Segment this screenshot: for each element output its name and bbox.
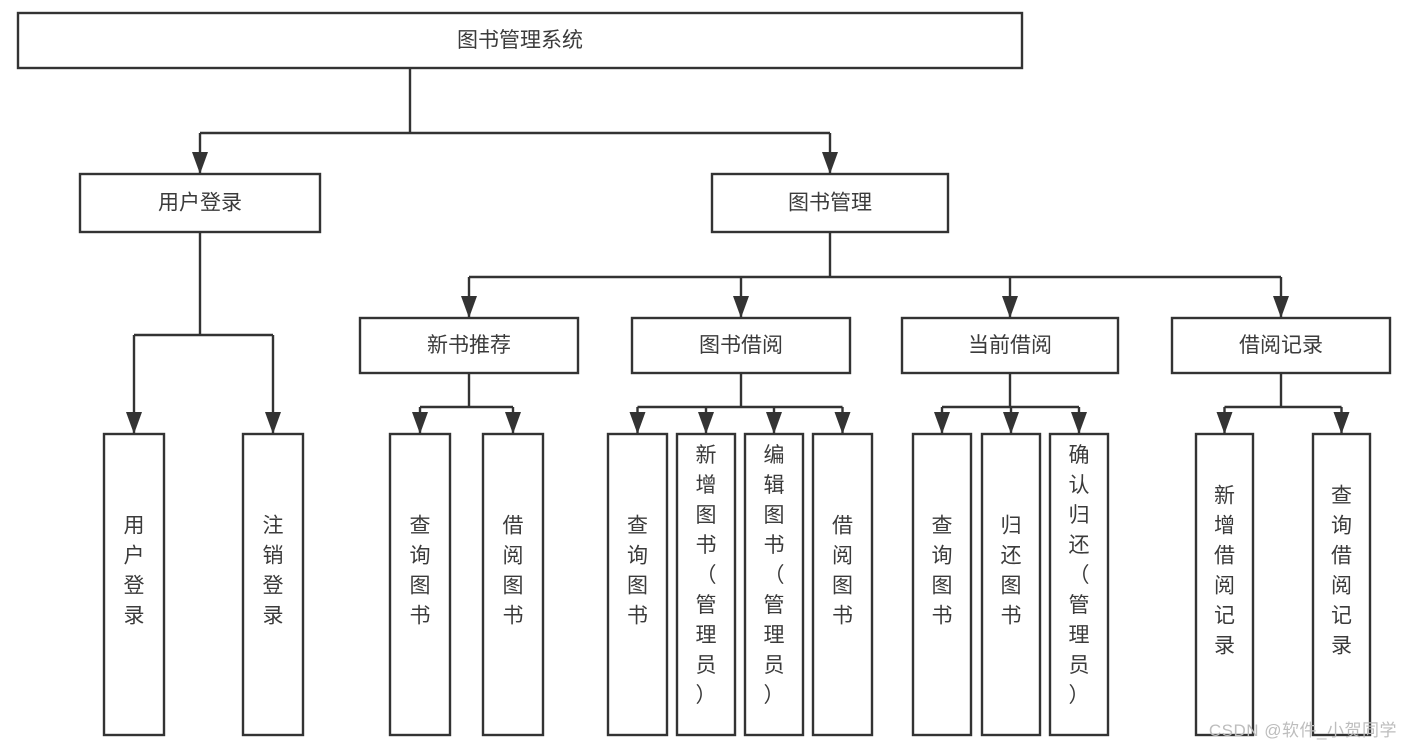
level3-node-label: 当前借阅 <box>968 334 1052 357</box>
arrow-head-icon <box>192 152 208 174</box>
leaf-node-box[interactable] <box>606 432 669 737</box>
arrow-head-icon <box>265 412 281 434</box>
leaf-node-label: 新增图书（管理员） <box>696 444 717 707</box>
leaf-node[interactable]: 借阅图书 <box>481 432 545 737</box>
leaf-node-box[interactable] <box>481 432 545 737</box>
leaf-node-box[interactable] <box>1194 432 1255 737</box>
root-node[interactable]: 图书管理系统 <box>16 11 1024 70</box>
node-layer: 图书管理系统用户登录图书管理新书推荐图书借阅当前借阅借阅记录用户登录注销登录查询… <box>16 11 1392 737</box>
root-node-label: 图书管理系统 <box>457 29 583 52</box>
leaf-node-label: 用户登录 <box>124 515 145 628</box>
level2-node-label: 图书管理 <box>788 192 872 215</box>
leaf-node-box[interactable] <box>102 432 166 737</box>
leaf-node[interactable]: 新增借阅记录 <box>1194 432 1255 737</box>
level3-node-box[interactable] <box>900 316 1120 375</box>
arrow-head-icon <box>934 412 950 434</box>
level3-node-label: 图书借阅 <box>699 334 783 357</box>
level3-node-label: 借阅记录 <box>1239 334 1323 357</box>
leaf-node-box[interactable] <box>1311 432 1372 737</box>
arrow-head-icon <box>1333 412 1350 434</box>
arrow-head-icon <box>412 412 428 434</box>
arrow-head-icon <box>822 152 838 174</box>
level3-node-box[interactable] <box>358 316 580 375</box>
level3-node-box[interactable] <box>630 316 852 375</box>
leaf-node[interactable]: 归还图书 <box>980 432 1042 737</box>
arrow-head-icon <box>1071 412 1087 434</box>
level3-node-label: 新书推荐 <box>427 334 511 357</box>
arrow-head-icon <box>766 412 782 434</box>
leaf-node[interactable]: 注销登录 <box>241 432 305 737</box>
leaf-node-box[interactable] <box>811 432 874 737</box>
leaf-node[interactable]: 查询图书 <box>911 432 973 737</box>
leaf-node-label: 注销登录 <box>263 515 284 628</box>
leaf-node-box[interactable] <box>1048 432 1110 737</box>
leaf-node[interactable]: 编辑图书（管理员） <box>743 432 805 737</box>
leaf-node-label: 归还图书 <box>1001 515 1022 628</box>
arrow-head-icon <box>126 412 142 434</box>
leaf-node-box[interactable] <box>675 432 737 737</box>
leaf-node-box[interactable] <box>911 432 973 737</box>
leaf-node[interactable]: 用户登录 <box>102 432 166 737</box>
leaf-node-label: 查询借阅记录 <box>1331 485 1352 658</box>
level2-node-box[interactable] <box>78 172 322 234</box>
leaf-node[interactable]: 查询图书 <box>388 432 452 737</box>
level3-node[interactable]: 当前借阅 <box>900 316 1120 375</box>
level2-node-box[interactable] <box>710 172 950 234</box>
level2-node[interactable]: 图书管理 <box>710 172 950 234</box>
arrow-head-icon <box>733 296 749 318</box>
level3-node[interactable]: 新书推荐 <box>358 316 580 375</box>
arrow-head-icon <box>505 412 521 434</box>
leaf-node-label: 查询图书 <box>932 515 953 628</box>
leaf-node-label: 查询图书 <box>410 515 431 628</box>
leaf-node[interactable]: 新增图书（管理员） <box>675 432 737 737</box>
arrow-head-icon <box>698 412 714 434</box>
leaf-node-label: 编辑图书（管理员） <box>764 444 785 707</box>
leaf-node[interactable]: 查询图书 <box>606 432 669 737</box>
level2-node[interactable]: 用户登录 <box>78 172 322 234</box>
leaf-node-label: 借阅图书 <box>503 515 524 628</box>
leaf-node-box[interactable] <box>241 432 305 737</box>
leaf-node-label: 借阅图书 <box>832 515 853 628</box>
leaf-node-label: 查询图书 <box>627 515 648 628</box>
level3-node-box[interactable] <box>1170 316 1392 375</box>
leaf-node-label: 新增借阅记录 <box>1214 485 1235 658</box>
arrow-head-icon <box>1002 296 1018 318</box>
level3-node[interactable]: 借阅记录 <box>1170 316 1392 375</box>
arrow-head-icon <box>1216 412 1233 434</box>
connector-layer <box>126 68 1350 434</box>
leaf-node[interactable]: 借阅图书 <box>811 432 874 737</box>
leaf-node-label: 确认归还（管理员） <box>1069 444 1090 707</box>
arrow-head-icon <box>1273 296 1289 318</box>
arrow-head-icon <box>834 412 851 434</box>
leaf-node-box[interactable] <box>980 432 1042 737</box>
arrow-head-icon <box>1003 412 1019 434</box>
leaf-node-box[interactable] <box>743 432 805 737</box>
root-node-box[interactable] <box>16 11 1024 70</box>
arrow-head-icon <box>461 296 477 318</box>
leaf-node-box[interactable] <box>388 432 452 737</box>
leaf-node[interactable]: 确认归还（管理员） <box>1048 432 1110 737</box>
level3-node[interactable]: 图书借阅 <box>630 316 852 375</box>
arrow-head-icon <box>629 412 646 434</box>
leaf-node[interactable]: 查询借阅记录 <box>1311 432 1372 737</box>
level2-node-label: 用户登录 <box>158 192 242 215</box>
